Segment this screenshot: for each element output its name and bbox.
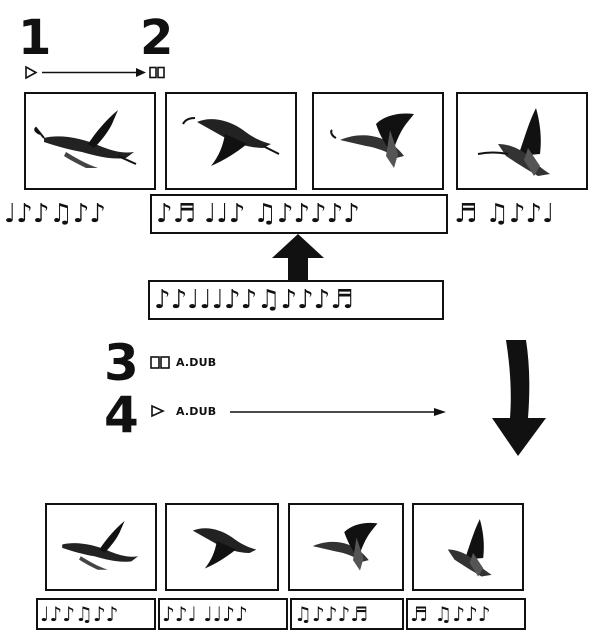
music-track-source: ♪♪♩♩♩♪♪♫♪♪♪♬ <box>148 280 444 320</box>
step-number-3: 3 <box>104 338 139 388</box>
video-frame-1 <box>24 92 156 190</box>
arrow-down-icon <box>490 336 548 458</box>
step-number-4: 4 <box>104 390 139 440</box>
crane-image <box>458 94 586 188</box>
result-frame-1 <box>45 503 157 591</box>
step-number-2: 2 <box>140 14 173 62</box>
play-icon <box>150 404 166 418</box>
play-icon <box>26 67 36 78</box>
pause-icon <box>150 356 172 370</box>
crane-image <box>26 94 154 188</box>
result-frame-4 <box>412 503 524 591</box>
crane-image <box>290 505 402 589</box>
crane-image <box>167 505 277 589</box>
result-track-3: ♫♪♪♪♬ <box>290 598 404 630</box>
arrow-up-icon <box>270 232 326 280</box>
music-track-top-left: ♩♪♪♫♪♪ <box>4 196 148 232</box>
result-frame-2 <box>165 503 279 591</box>
step3-label: A.DUB <box>176 356 216 369</box>
video-frame-4 <box>456 92 588 190</box>
result-frame-3 <box>288 503 404 591</box>
crane-image <box>47 505 155 589</box>
video-frame-3 <box>312 92 444 190</box>
music-track-top-right: ♬ ♫♪♪♩ <box>454 196 594 232</box>
playback-arrow <box>230 406 450 418</box>
step-number-1: 1 <box>18 14 51 62</box>
crane-image <box>414 505 522 589</box>
play-to-pause-arrow <box>24 64 184 82</box>
music-track-top-dub-segment: ♪♬ ♩♩♪ ♫♪♪♪♪♪ <box>150 194 448 234</box>
result-track-1: ♩♪♪♫♪♪ <box>36 598 156 630</box>
crane-image <box>314 94 442 188</box>
pause-icon <box>150 68 164 78</box>
result-track-2: ♪♪♩ ♩♩♪♪ <box>158 598 288 630</box>
video-frame-2 <box>165 92 297 190</box>
result-track-4: ♬ ♫♪♪♪ <box>406 598 526 630</box>
step4-label: A.DUB <box>176 405 216 418</box>
crane-image <box>167 94 295 188</box>
